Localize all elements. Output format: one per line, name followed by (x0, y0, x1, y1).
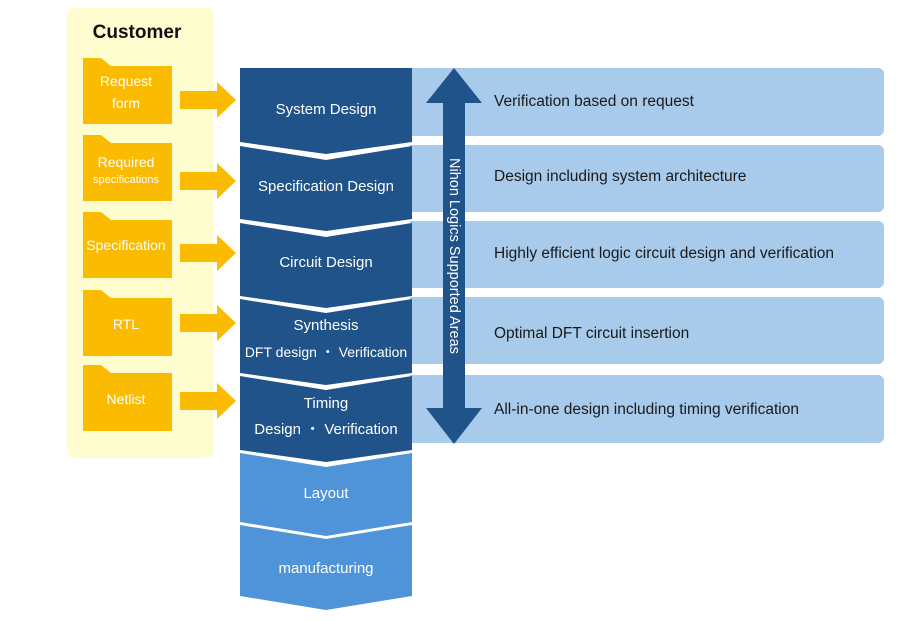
step-label: Layout (303, 485, 349, 502)
document-required-specifications: Required specifications (83, 135, 173, 202)
step-label: Circuit Design (279, 254, 373, 271)
description-panel: Optimal DFT circuit insertion (410, 297, 884, 364)
step-chevron (240, 453, 412, 536)
folder-document-icon (83, 212, 172, 278)
step-system-design: System Design (240, 68, 412, 156)
step-label: Specification Design (258, 178, 394, 195)
document-label-line: Required (97, 153, 155, 170)
step-manufacturing: manufacturing (240, 522, 412, 614)
step-chevron (240, 68, 412, 154)
document-label-line: form (112, 94, 140, 111)
step-chevron (240, 376, 412, 462)
description-text: Optimal DFT circuit insertion (494, 325, 690, 342)
description-text: Highly efficient logic circuit design an… (494, 245, 835, 262)
step-label: System Design (275, 101, 377, 118)
supported-areas-label: Nihon Logics Supported Areas (441, 70, 467, 442)
folder-document-icon (83, 135, 172, 201)
document-specification: Specification (83, 212, 173, 279)
step-sublabel: DFT design ・ Verification (244, 344, 408, 360)
folder-document-icon (83, 58, 172, 124)
step-synthesis: Synthesis DFT design ・ Verification (240, 296, 412, 388)
document-rtl: RTL (83, 290, 173, 357)
input-arrow-icon (180, 163, 236, 199)
input-arrow-icon (180, 305, 236, 341)
supported-areas-text: Nihon Logics Supported Areas (446, 158, 462, 354)
input-arrow-icon (180, 82, 236, 118)
step-chevron (240, 146, 412, 231)
folder-document-icon (83, 365, 172, 431)
step-circuit-design: Circuit Design (240, 220, 412, 310)
step-chevron (240, 299, 412, 385)
step-label: manufacturing (278, 560, 374, 577)
document-label-line: RTL (112, 315, 140, 332)
document-label-line: Netlist (106, 390, 146, 407)
step-sublabel: Design ・ Verification (254, 421, 398, 438)
customer-title: Customer (92, 22, 182, 43)
double-arrow-icon (426, 68, 482, 444)
document-label-line: specifications (92, 173, 160, 186)
description-panel: Highly efficient logic circuit design an… (410, 221, 884, 288)
document-label-line: Specification (86, 237, 166, 253)
description-text: Verification based on request (494, 93, 694, 110)
description-text: Design including system architecture (494, 168, 747, 185)
description-panel: Verification based on request (410, 68, 884, 136)
step-chevron (240, 525, 412, 610)
step-label: Timing (303, 395, 349, 412)
folder-document-icon (83, 290, 172, 356)
document-netlist: Netlist (83, 365, 173, 432)
step-label: Synthesis (293, 317, 359, 334)
document-label-line: Request (99, 72, 153, 89)
description-panel: All-in-one design including timing verif… (410, 375, 884, 443)
document-request-form: Request form (83, 58, 173, 125)
step-chevron (240, 223, 412, 308)
step-layout: Layout (240, 450, 412, 540)
input-arrow-icon (180, 235, 236, 271)
input-arrow-icon (180, 383, 236, 419)
step-specification-design: Specification Design (240, 143, 412, 233)
step-timing: Timing Design ・ Verification (240, 373, 412, 465)
description-text: All-in-one design including timing verif… (494, 401, 799, 418)
description-panel: Design including system architecture (410, 145, 884, 212)
